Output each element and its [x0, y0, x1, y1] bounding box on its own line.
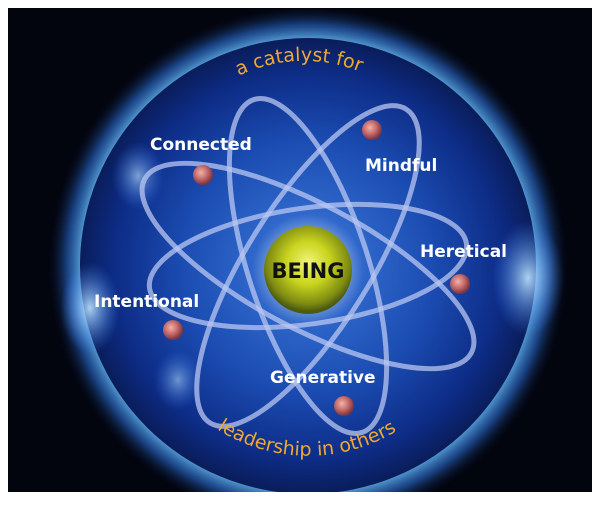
electron-intentional: [163, 320, 183, 340]
electron-heretical: [450, 274, 470, 294]
electron-generative: [334, 396, 354, 416]
atom-diagram: BEING Connected Mindful Heretical Intent…: [8, 8, 592, 492]
solar-flare-right: [492, 220, 564, 336]
electron-connected: [193, 165, 213, 185]
node-label-mindful: Mindful: [365, 156, 437, 176]
node-label-connected: Connected: [150, 135, 252, 155]
node-label-intentional: Intentional: [94, 292, 199, 312]
center-label: BEING: [272, 259, 345, 283]
node-label-generative: Generative: [270, 368, 376, 388]
electron-mindful: [362, 120, 382, 140]
diagram-frame: BEING Connected Mindful Heretical Intent…: [8, 8, 592, 492]
node-label-heretical: Heretical: [420, 242, 507, 262]
